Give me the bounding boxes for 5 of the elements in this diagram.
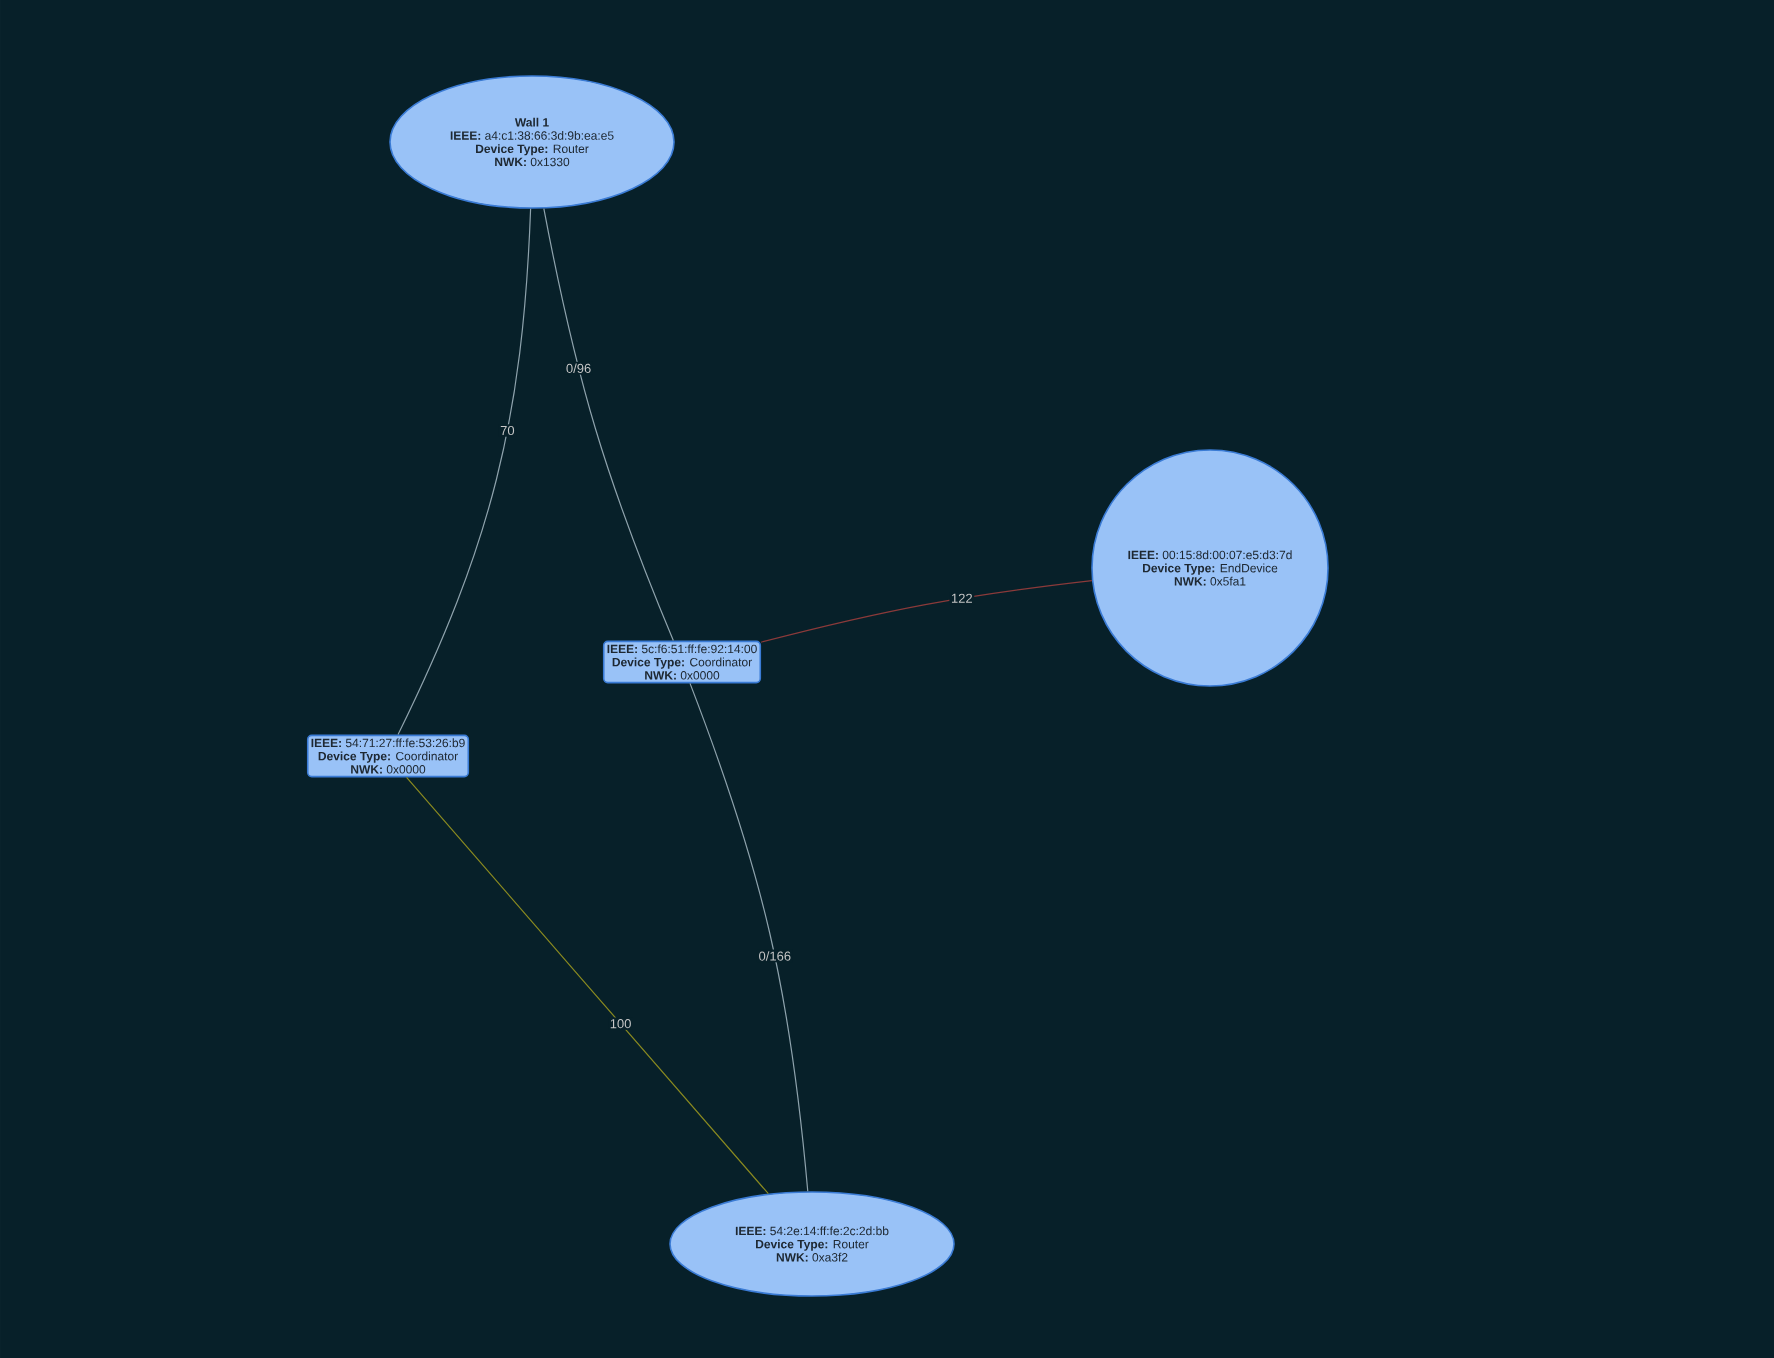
link-line: [405, 776, 769, 1195]
link-line: [689, 682, 809, 1192]
link-line: [760, 580, 1093, 643]
link-line: [397, 208, 532, 736]
link-line: [543, 207, 674, 642]
